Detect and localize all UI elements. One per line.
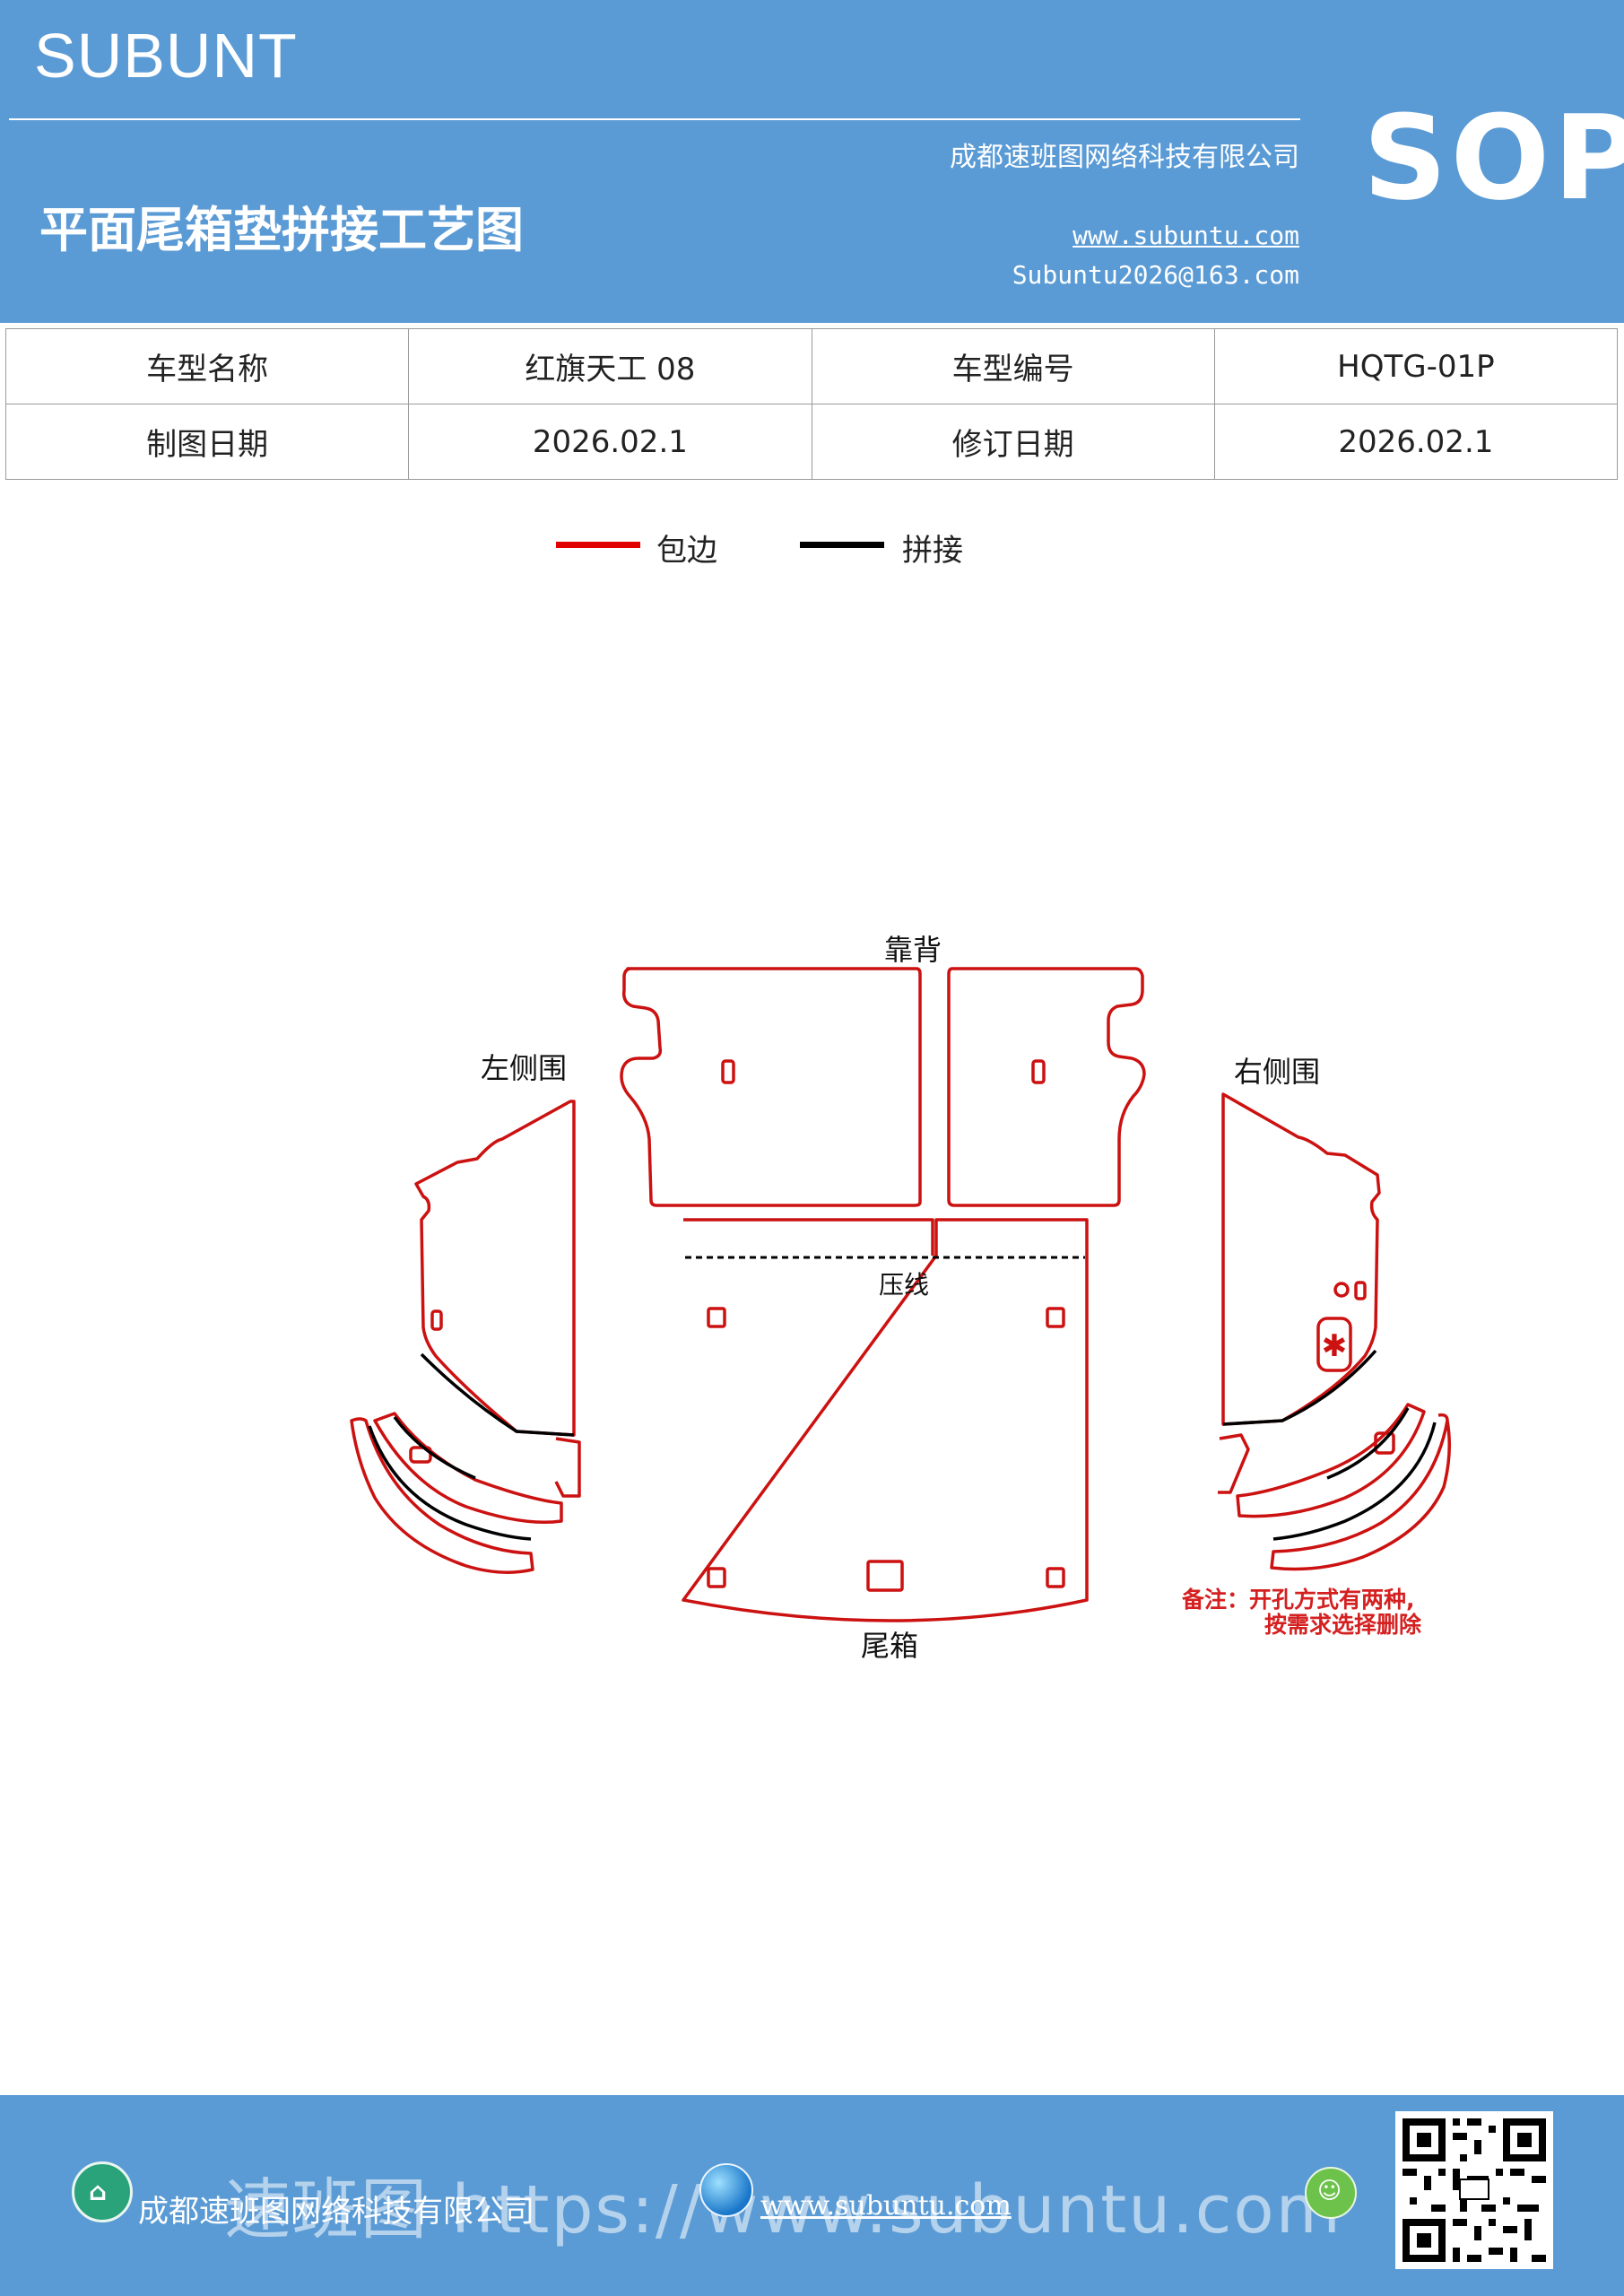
wechat-icon: ☺ bbox=[1305, 2167, 1357, 2219]
right-arch-hole bbox=[1374, 1431, 1395, 1455]
website-link[interactable]: www.subuntu.com bbox=[1073, 221, 1299, 250]
right-side-hole bbox=[1354, 1281, 1367, 1300]
header-banner: SUBUNT 平面尾箱垫拼接工艺图 成都速班图网络科技有限公司 www.subu… bbox=[0, 0, 1624, 323]
trunk-floor-panel bbox=[682, 1218, 1089, 1622]
table-cell-label: 修订日期 bbox=[811, 404, 1215, 480]
label-left-side: 左侧围 bbox=[481, 1051, 567, 1085]
left-arch-seam-inner bbox=[368, 1425, 532, 1541]
document-title: 平面尾箱垫拼接工艺图 bbox=[39, 202, 524, 258]
table-row: 制图日期 2026.02.1 修订日期 2026.02.1 bbox=[4, 404, 1619, 480]
backrest-right-panel bbox=[947, 967, 1146, 1207]
footer-website-link[interactable]: www.subuntu.com bbox=[760, 2190, 1012, 2222]
label-crease: 压线 bbox=[879, 1270, 929, 1300]
table-cell-value: HQTG-01P bbox=[1213, 328, 1619, 404]
trunk-hole bbox=[707, 1307, 726, 1328]
right-side-panel bbox=[1221, 1092, 1381, 1426]
table-cell-label: 车型编号 bbox=[811, 328, 1215, 404]
right-wheel-arch-outer bbox=[1270, 1413, 1451, 1571]
legend-edge-label: 包边 bbox=[656, 533, 717, 569]
legend: 包边 拼接 bbox=[0, 526, 1624, 570]
brand-name: SUBUNT bbox=[34, 21, 298, 91]
label-trunk: 尾箱 bbox=[861, 1629, 918, 1663]
right-wheel-arch-inner bbox=[1236, 1403, 1426, 1518]
table-cell-label: 车型名称 bbox=[4, 328, 410, 404]
left-side-hole bbox=[430, 1309, 443, 1331]
backrest-right-hole bbox=[1031, 1059, 1046, 1084]
legend-edge-swatch bbox=[556, 542, 640, 548]
table-cell-value: 2026.02.1 bbox=[1213, 404, 1619, 480]
left-wheel-arch-outer bbox=[350, 1417, 534, 1574]
footer-banner: ⌂ 成都速班图网络科技有限公司 速班图 https://www.subuntu.… bbox=[0, 2095, 1624, 2296]
trunk-hole bbox=[707, 1567, 726, 1588]
sop-badge: SOP bbox=[1363, 90, 1624, 226]
trunk-hole bbox=[1046, 1567, 1065, 1588]
left-arch-seam bbox=[393, 1415, 476, 1480]
footer-watermark: 速班图 https://www.subuntu.com bbox=[224, 2171, 1342, 2248]
email-address[interactable]: Subuntu2026@163.com bbox=[1012, 260, 1299, 290]
backrest-left-hole bbox=[721, 1059, 735, 1084]
header-divider bbox=[9, 118, 1300, 120]
right-arch-seam bbox=[1326, 1407, 1410, 1480]
trunk-center-hole bbox=[866, 1560, 904, 1592]
table-row: 车型名称 红旗天工 08 车型编号 HQTG-01P bbox=[4, 328, 1619, 404]
left-side-strip bbox=[554, 1437, 581, 1498]
right-side-seam bbox=[1222, 1349, 1377, 1426]
backrest-left-panel bbox=[620, 967, 922, 1207]
right-side-strip bbox=[1218, 1433, 1250, 1494]
table-cell-value: 2026.02.1 bbox=[408, 404, 812, 480]
qr-code-icon bbox=[1395, 2111, 1553, 2269]
right-side-hole bbox=[1333, 1282, 1350, 1298]
legend-seam-swatch bbox=[800, 542, 884, 548]
footer-company-name: 成都速班图网络科技有限公司 bbox=[138, 2194, 534, 2230]
vent-icon: ✱ bbox=[1322, 1328, 1348, 1364]
trunk-hole bbox=[1046, 1307, 1065, 1328]
right-side-vent bbox=[1316, 1317, 1352, 1372]
home-icon: ⌂ bbox=[72, 2161, 133, 2222]
company-name: 成都速班图网络科技有限公司 bbox=[950, 142, 1299, 173]
globe-icon bbox=[699, 2163, 753, 2217]
table-cell-label: 制图日期 bbox=[4, 404, 410, 480]
label-backrest: 靠背 bbox=[884, 933, 942, 967]
table-cell-value: 红旗天工 08 bbox=[408, 328, 812, 404]
right-arch-seam-inner bbox=[1272, 1422, 1437, 1541]
vehicle-info-table: 车型名称 红旗天工 08 车型编号 HQTG-01P 制图日期 2026.02.… bbox=[4, 328, 1619, 480]
left-side-panel bbox=[414, 1100, 576, 1437]
note-line-2: 按需求选择删除 bbox=[1264, 1612, 1422, 1638]
label-right-side: 右侧围 bbox=[1234, 1055, 1320, 1089]
note-line-1: 备注：开孔方式有两种, bbox=[1181, 1587, 1415, 1613]
legend-seam-label: 拼接 bbox=[902, 533, 963, 569]
left-side-seam bbox=[420, 1352, 575, 1437]
